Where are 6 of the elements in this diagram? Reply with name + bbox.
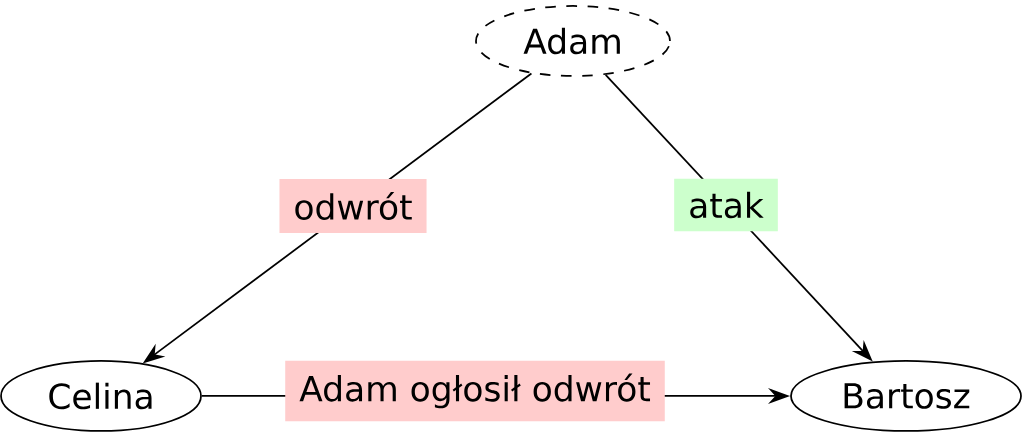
edge-label: Adam ogłosił odwrót <box>285 360 665 422</box>
ellipse-node: Bartosz <box>790 360 1022 432</box>
dashed-ellipse-node: Adam <box>475 5 671 77</box>
ellipse-node: Celina <box>0 360 202 432</box>
edge-label: odwrót <box>279 178 427 233</box>
edge-label: atak <box>674 178 778 232</box>
